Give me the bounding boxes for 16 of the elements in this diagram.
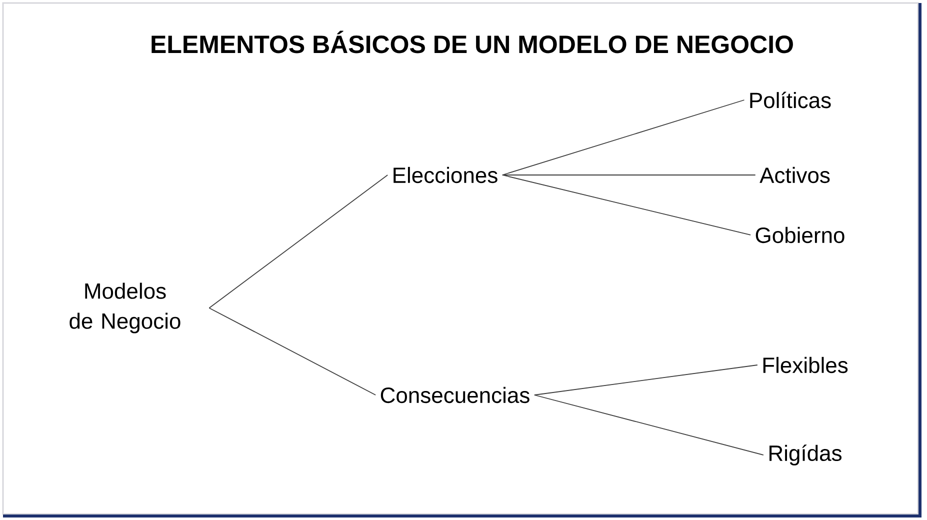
node-label: Flexibles bbox=[763, 356, 848, 374]
connector-line bbox=[502, 174, 751, 236]
connector-line bbox=[502, 174, 756, 176]
connector-line bbox=[208, 174, 388, 308]
connector-line bbox=[534, 394, 764, 456]
node-label: Políticas bbox=[750, 92, 831, 108]
node-label: Consecuencias bbox=[380, 386, 530, 404]
node-label: Rigídas bbox=[770, 444, 842, 466]
node-label: Gobierno bbox=[756, 226, 844, 244]
node-label: Elecciones bbox=[394, 166, 498, 184]
connector-line bbox=[502, 100, 745, 176]
node-label: Activos bbox=[760, 166, 830, 184]
title: ELEMENTOS BÁSICOS DE UN MODELO DE NEGOCIO bbox=[152, 30, 793, 54]
connector-line bbox=[208, 308, 376, 396]
node-label: Modelos de Negocio bbox=[70, 282, 180, 334]
connector-line bbox=[534, 364, 758, 396]
